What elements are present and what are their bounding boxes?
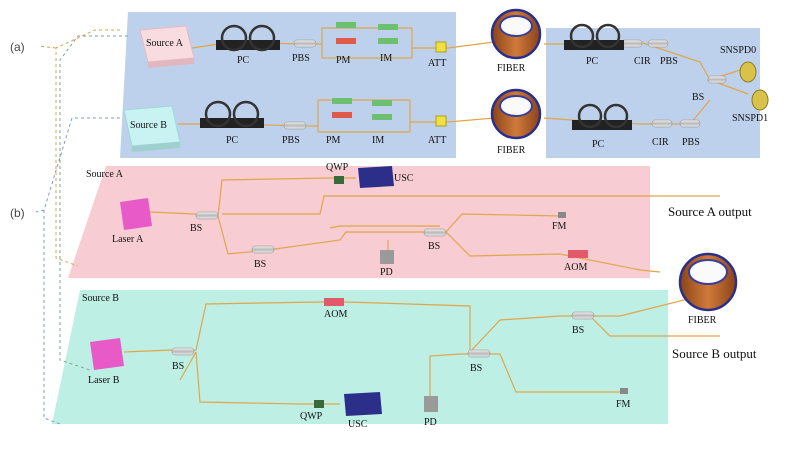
pbs-a-label: PBS [292,53,310,64]
bs-rx-label: BS [692,92,705,103]
pm-b-label: PM [326,135,341,146]
qwp-b [314,400,324,408]
bs-a-1-label: BS [190,223,203,234]
aom-b [324,298,344,306]
qwp-b-label: QWP [300,411,323,422]
source-a-output-label: Source A output [668,204,752,219]
qwp-a [334,176,344,184]
pm-a-label: PM [336,55,351,66]
att-b-label: ATT [428,135,447,146]
fiber-coil-b [490,88,542,140]
pc-rx-b-label: PC [592,139,605,150]
pc-a-top [216,24,280,52]
pbs-rx-a-label: PBS [660,56,678,67]
fm-a [558,212,566,218]
bs-b-2 [467,349,491,358]
fm-a-label: FM [552,221,567,232]
qwp-a-label: QWP [326,162,349,173]
laser-a [120,198,152,230]
fm-b [620,388,628,394]
bs-a-3-label: BS [428,241,441,252]
source-b-title: Source B [82,293,119,304]
pc-a-label: PC [237,55,250,66]
usc-a [358,166,394,188]
bs-b-1-label: BS [172,361,185,372]
pd-a [380,250,394,264]
laser-b-label: Laser B [88,375,120,386]
pc-receiver-bottom [572,103,632,130]
bs-a-2 [251,245,275,254]
bs-b-2-label: BS [470,363,483,374]
fiber-coil-a [490,8,542,60]
fiber-b-label: FIBER [497,145,526,156]
bs-a-1 [195,211,219,220]
source-b-box-label: Source B [130,120,167,131]
source-a-box [139,25,195,68]
pc-rx-a-label: PC [586,56,599,67]
pc-b-label: PC [226,135,239,146]
usc-a-label: USC [394,173,414,184]
bs-b-3 [571,311,595,320]
pd-a-label: PD [380,267,393,278]
laser-a-label: Laser A [112,234,144,245]
snspd-detectors [739,61,769,111]
fiber-coil-bottom [678,252,738,312]
bs-a-2-label: BS [254,259,267,270]
fiber-bottom-label: FIBER [688,315,717,326]
usc-b [344,392,382,416]
aom-b-label: AOM [324,309,348,320]
bs-a-3 [423,228,447,237]
snspd0-label: SNSPD0 [720,45,757,56]
fiber-a-label: FIBER [497,63,526,74]
im-b-label: IM [372,135,385,146]
fm-b-label: FM [616,399,631,410]
pd-b [424,396,438,412]
pbs-b-label: PBS [282,135,300,146]
att-a-label: ATT [428,58,447,69]
pbs-components [283,39,727,130]
pm-im-modulators [332,22,398,120]
aom-a-label: AOM [564,262,588,273]
bracket-lines [35,29,128,425]
source-a-title: Source A [86,169,123,180]
bs-b-3-label: BS [572,325,585,336]
att-b [435,115,447,127]
snspd1-label: SNSPD1 [732,113,769,124]
panel-a-label: (a) [10,40,25,54]
pc-receiver-top [564,23,624,50]
cir-b-label: CIR [652,137,669,148]
bs-b-1 [171,347,195,356]
laser-b [90,338,124,370]
cir-a-label: CIR [634,56,651,67]
im-a-label: IM [380,53,393,64]
usc-b-label: USC [348,419,368,430]
source-b-output-label: Source B output [672,346,757,361]
panel-b-label: (b) [10,206,25,220]
att-a [435,41,447,53]
pd-b-label: PD [424,417,437,428]
source-a-box-label: Source A [146,38,183,49]
panel-b-source-b-background [52,290,668,424]
pbs-rx-b-label: PBS [682,137,700,148]
panel-b-source-a-background [68,166,650,278]
source-b-box [123,105,181,152]
pc-b-top [200,100,264,128]
aom-a [568,250,588,258]
